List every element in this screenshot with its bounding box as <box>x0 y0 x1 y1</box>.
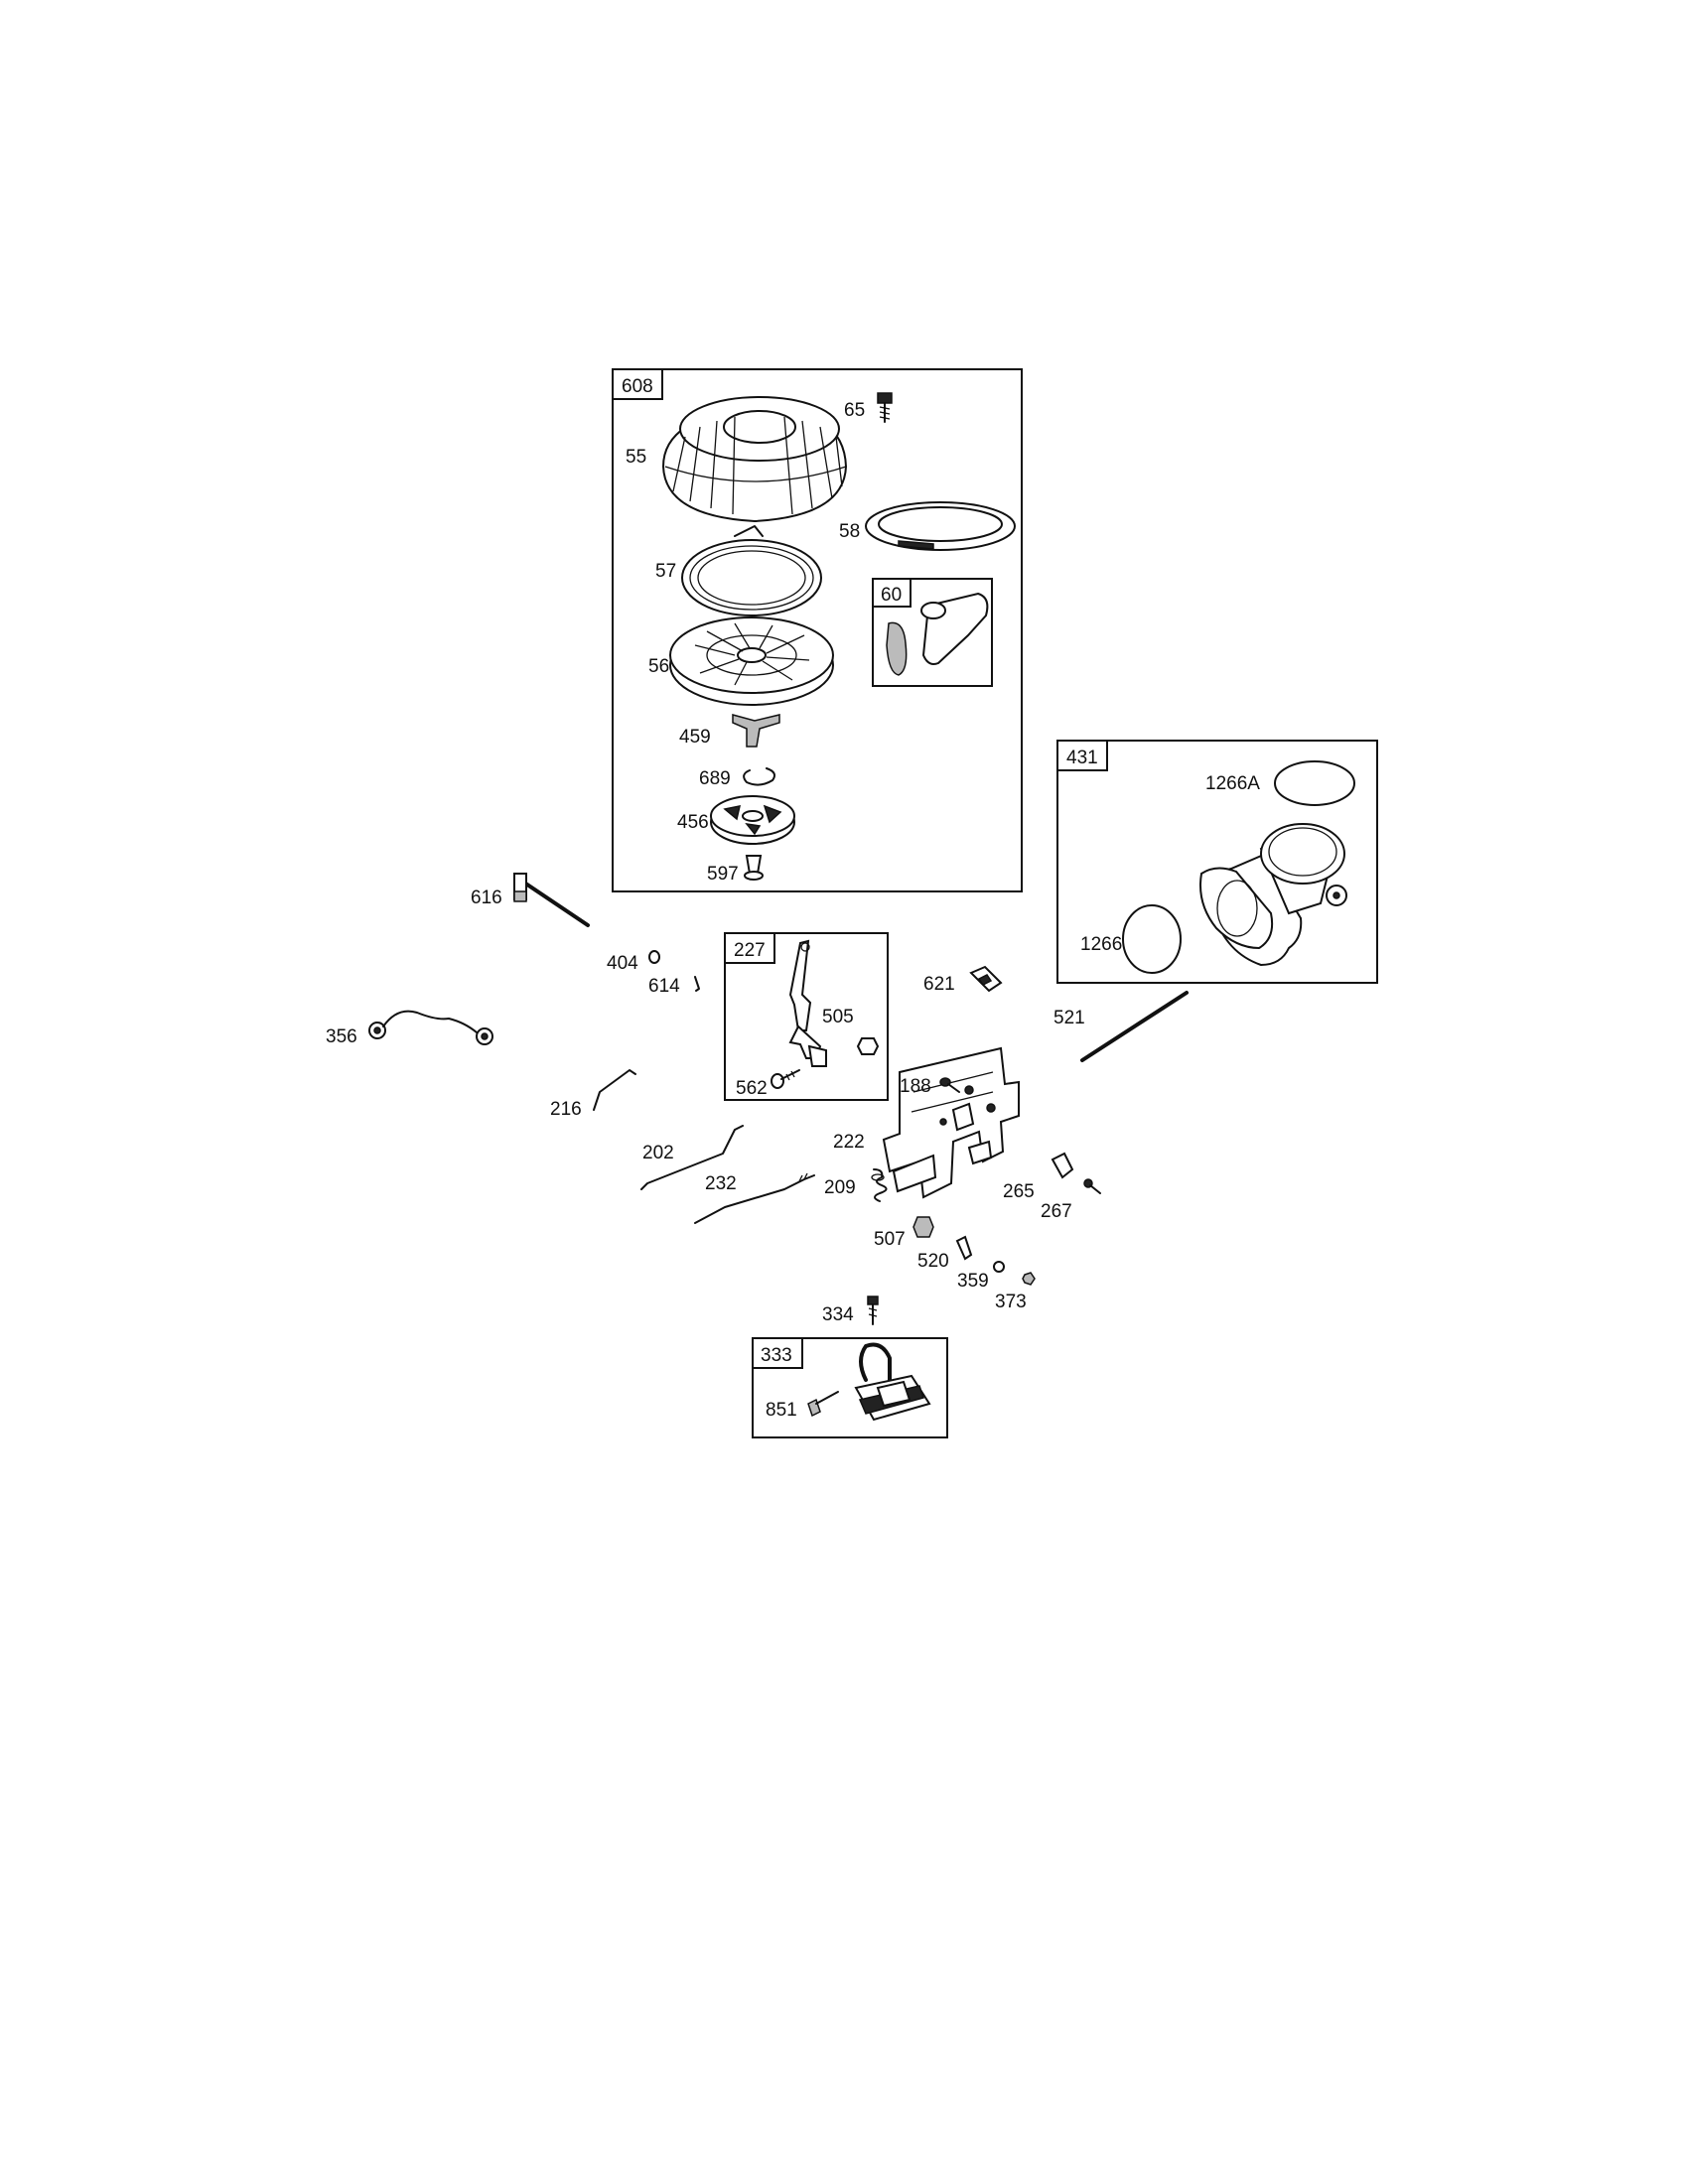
screw-597-drawing <box>744 855 764 881</box>
group-333: 333 <box>752 1337 948 1438</box>
part-label-356: 356 <box>326 1026 357 1047</box>
bolt-562-drawing <box>771 1069 800 1089</box>
gasket-1266A-drawing <box>1274 760 1355 806</box>
screw-334-drawing <box>867 1296 879 1325</box>
group-608: 608 <box>612 368 1023 892</box>
clip-265-drawing <box>1051 1152 1074 1179</box>
starter-dog-drawing <box>732 714 780 748</box>
part-label-65: 65 <box>844 400 865 421</box>
ratchet-drawing <box>710 795 795 845</box>
group-227-tag <box>724 932 775 964</box>
group-227: 227 <box>724 932 889 1101</box>
part-label-689: 689 <box>699 768 731 789</box>
group-608-label: 608 <box>622 376 653 397</box>
governor-lever-drawing <box>788 939 827 1067</box>
rewind-spring-drawing <box>681 525 822 616</box>
armature-drawing <box>854 1342 931 1422</box>
control-bracket-drawing <box>882 1046 1020 1199</box>
part-label-456: 456 <box>677 812 709 833</box>
group-431-label: 431 <box>1066 748 1098 768</box>
part-label-55: 55 <box>626 447 646 468</box>
washer-359-drawing <box>993 1261 1005 1273</box>
link-216-drawing <box>593 1069 636 1111</box>
starter-housing-drawing <box>661 396 848 523</box>
group-608-tag <box>612 368 663 400</box>
screw-267-drawing <box>1083 1178 1101 1194</box>
part-label-614: 614 <box>648 976 680 997</box>
clip-621-drawing <box>969 965 1003 993</box>
part-label-222: 222 <box>833 1132 865 1153</box>
part-label-505: 505 <box>822 1007 854 1027</box>
group-227-label: 227 <box>734 940 766 961</box>
nut-507-drawing <box>912 1216 934 1238</box>
part-label-57: 57 <box>655 561 676 582</box>
part-label-202: 202 <box>642 1143 674 1163</box>
rod-521-drawing <box>1080 991 1189 1062</box>
part-label-334: 334 <box>822 1304 854 1325</box>
ground-wire-drawing <box>368 1010 493 1045</box>
part-label-373: 373 <box>995 1292 1027 1312</box>
group-60: 60 <box>872 578 993 687</box>
group-227-frame <box>724 932 889 1101</box>
part-label-216: 216 <box>550 1099 582 1120</box>
group-333-frame <box>752 1337 948 1438</box>
part-label-188: 188 <box>900 1076 931 1097</box>
group-431: 431 <box>1056 740 1378 984</box>
retainer-ring-drawing <box>743 767 775 786</box>
part-label-521: 521 <box>1053 1008 1085 1028</box>
group-60-tag <box>872 578 912 608</box>
part-label-359: 359 <box>957 1271 989 1292</box>
part-label-267: 267 <box>1041 1201 1072 1222</box>
part-label-232: 232 <box>705 1173 737 1194</box>
part-label-58: 58 <box>839 521 860 542</box>
group-608-frame <box>612 368 1023 892</box>
intake-elbow-drawing <box>1199 823 1347 967</box>
starter-handle-drawing <box>886 592 989 676</box>
part-label-597: 597 <box>707 864 739 885</box>
nut-505-drawing <box>856 1037 880 1055</box>
part-label-562: 562 <box>736 1078 768 1099</box>
part-label-1266A: 1266A <box>1205 773 1260 794</box>
part-label-616: 616 <box>471 887 502 908</box>
group-431-tag <box>1056 740 1108 771</box>
nut-373-drawing <box>1022 1272 1036 1286</box>
shaft-616-drawing <box>513 873 590 927</box>
part-label-209: 209 <box>824 1177 856 1198</box>
screw-851-drawing <box>807 1391 839 1418</box>
part-label-621: 621 <box>923 974 955 995</box>
pin-614-drawing <box>694 976 700 992</box>
spring-209-drawing <box>871 1168 888 1202</box>
group-333-label: 333 <box>761 1345 792 1366</box>
group-60-label: 60 <box>881 585 902 606</box>
spring-link-drawing <box>694 1174 815 1224</box>
washer-404-drawing <box>648 950 660 964</box>
screw-65-drawing <box>877 392 893 423</box>
part-label-1266: 1266 <box>1080 934 1122 955</box>
governor-link-drawing <box>640 1125 744 1190</box>
gasket-1266-drawing <box>1122 904 1182 974</box>
pulley-drawing <box>669 616 834 706</box>
group-431-frame <box>1056 740 1378 984</box>
part-label-520: 520 <box>917 1251 949 1272</box>
clip-520-drawing <box>955 1235 973 1261</box>
part-label-265: 265 <box>1003 1181 1035 1202</box>
part-label-404: 404 <box>607 953 638 974</box>
screw-188-drawing <box>939 1077 960 1093</box>
part-label-507: 507 <box>874 1229 906 1250</box>
part-label-56: 56 <box>648 656 669 677</box>
group-333-tag <box>752 1337 803 1369</box>
part-label-851: 851 <box>766 1400 797 1421</box>
group-60-frame <box>872 578 993 687</box>
starter-rope-drawing <box>865 501 1016 551</box>
part-label-459: 459 <box>679 727 711 748</box>
